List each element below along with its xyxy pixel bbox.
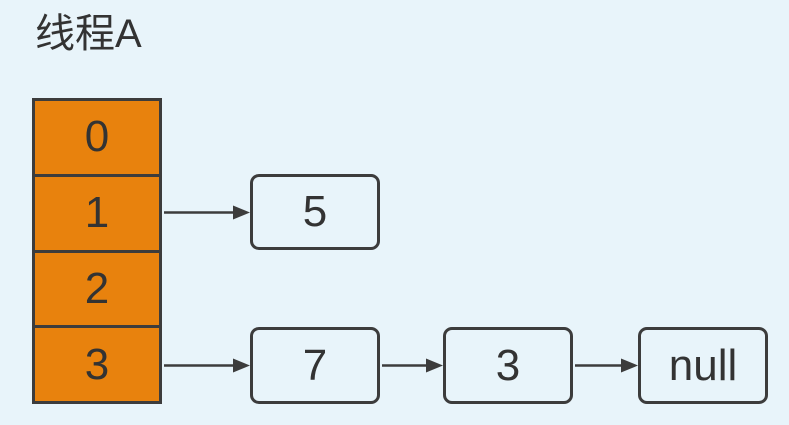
array-cell-3: 3	[35, 328, 159, 401]
list-node-value: 7	[302, 340, 328, 390]
list-node-value: 5	[302, 187, 328, 236]
list-node-3: 3	[443, 327, 573, 404]
list-node-value: 3	[495, 340, 521, 390]
array-cell-label: 2	[84, 263, 110, 313]
arrow-cell3-to-node7	[164, 358, 250, 373]
list-node-7: 7	[250, 327, 380, 404]
array-cell-0: 0	[35, 101, 159, 177]
arrow-node7-to-node3	[382, 358, 443, 373]
list-node-null: null	[638, 327, 768, 404]
array-cell-2: 2	[35, 253, 159, 329]
array-cell-1: 1	[35, 177, 159, 253]
arrow-node3-to-nodenull	[575, 358, 638, 373]
list-node-value: null	[668, 340, 738, 390]
list-node-5: 5	[250, 174, 380, 250]
page-title: 线程A	[35, 12, 142, 56]
array-cell-label: 3	[84, 339, 110, 389]
arrow-cell1-to-node5	[164, 205, 250, 220]
array-cell-label: 1	[84, 188, 110, 238]
array-cell-label: 0	[84, 112, 110, 162]
bucket-array: 0 1 2 3	[32, 98, 162, 404]
